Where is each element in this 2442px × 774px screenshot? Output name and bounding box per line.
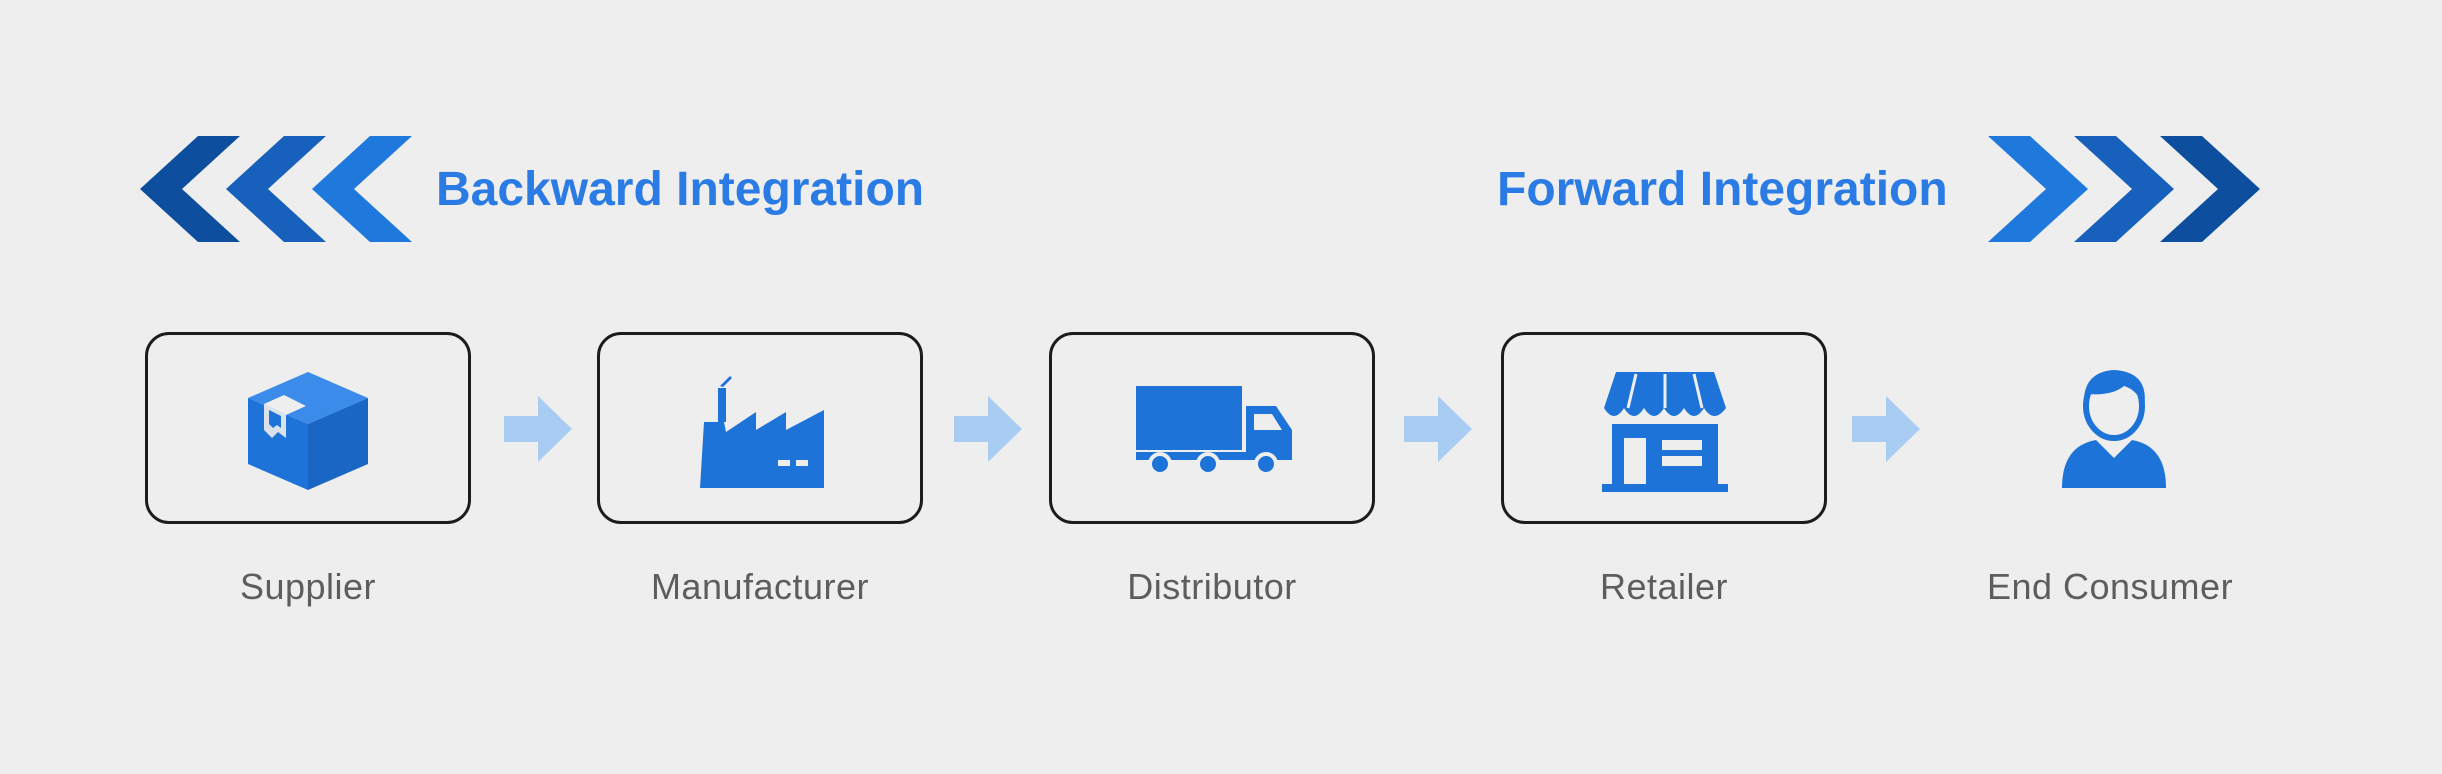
stage-label-retailer: Retailer	[1599, 566, 1729, 607]
person-icon	[2062, 370, 2166, 488]
stage-label-distributor: Distributor	[1127, 566, 1297, 607]
supplier-box	[145, 332, 471, 524]
stage-label-supplier: Supplier	[239, 566, 377, 607]
store-icon	[1602, 372, 1728, 492]
stage-label-manufacturer: Manufacturer	[650, 566, 870, 607]
retailer-box	[1501, 332, 1827, 524]
flow-arrow-icon	[1404, 396, 1472, 462]
backward-chevrons-icon	[140, 136, 412, 242]
distributor-box	[1049, 332, 1375, 524]
backward-integration-heading: Backward Integration	[436, 163, 925, 216]
manufacturer-box	[597, 332, 923, 524]
flow-arrow-icon	[504, 396, 572, 462]
box-icon	[248, 372, 368, 490]
forward-chevrons-icon	[1988, 136, 2260, 242]
stage-label-end-consumer: End Consumer	[1986, 566, 2234, 607]
flow-arrow-icon	[1852, 396, 1920, 462]
flow-arrow-icon	[954, 396, 1022, 462]
truck-icon	[1136, 386, 1292, 476]
factory-icon	[700, 376, 824, 488]
forward-integration-heading: Forward Integration	[1497, 163, 1948, 216]
